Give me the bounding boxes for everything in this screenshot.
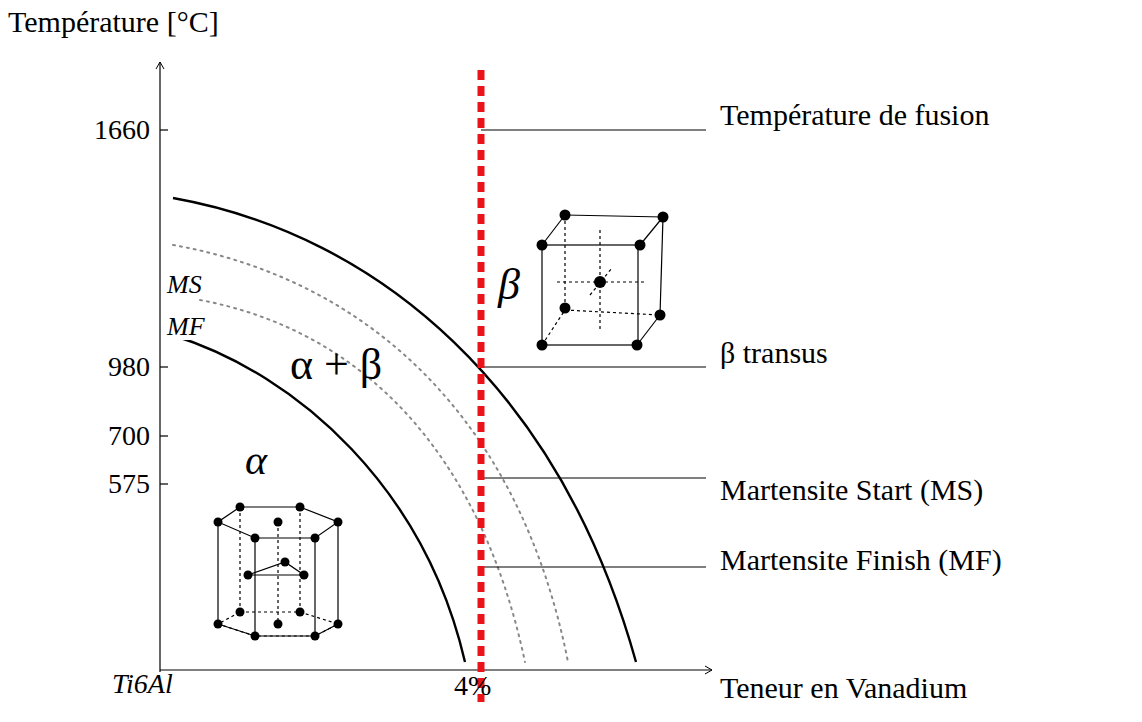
phase-label: α [245, 439, 267, 481]
callout-label: Martensite Start (MS) [720, 475, 983, 505]
tick-label: 1660 [94, 116, 150, 144]
tick-label: 980 [108, 353, 150, 381]
phase-label: α + β [290, 343, 382, 387]
composition-label: 4% [454, 672, 491, 700]
beta-transus-curve [173, 198, 636, 662]
tick-label: 700 [108, 422, 150, 450]
axis-ticks [160, 130, 168, 484]
axis-title: Teneur en Vanadium [720, 673, 967, 703]
curve-label: MS [165, 272, 204, 298]
composition-line [478, 70, 485, 702]
x-axis [160, 669, 712, 670]
alpha-boundary [172, 335, 465, 662]
ms-curve [173, 245, 568, 662]
leader-lines [481, 130, 706, 567]
axis-title: Température [°C] [8, 7, 219, 37]
callout-label: Martensite Finish (MF) [720, 545, 1002, 575]
tick-label: 575 [108, 470, 150, 498]
curve-label: MF [165, 314, 207, 340]
mf-curve [200, 300, 525, 662]
bcc-cube [537, 210, 669, 351]
callout-label: Température de fusion [720, 100, 989, 130]
axis-origin: Ti6Al [112, 670, 173, 698]
callout-label: β transus [720, 338, 828, 368]
hcp-prism [214, 503, 343, 641]
phase-label: β [498, 263, 520, 307]
